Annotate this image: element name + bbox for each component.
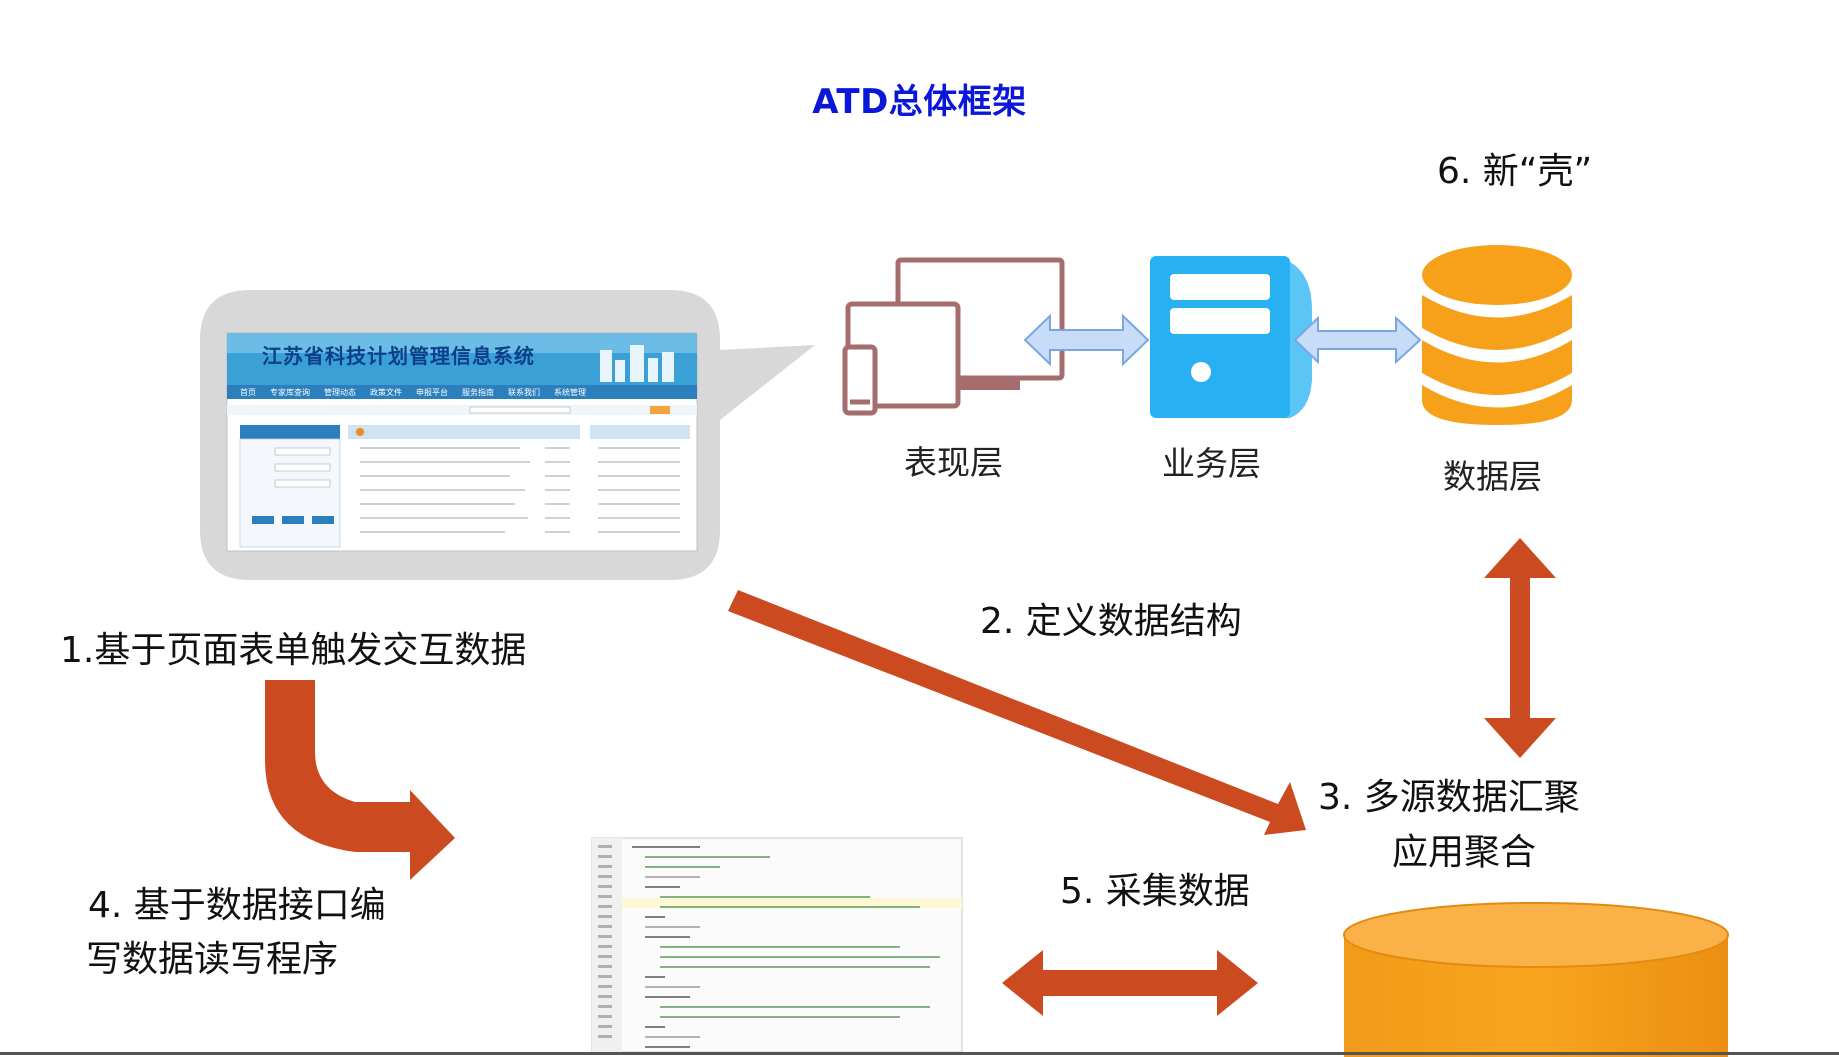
screenshot-nav-item: 管理动态 bbox=[324, 387, 356, 397]
cylinder-icon bbox=[1343, 902, 1729, 1057]
step4-label-line2: 写数据读写程序 bbox=[86, 939, 339, 980]
code-editor-screenshot bbox=[591, 837, 963, 1053]
step1-label: 1.基于页面表单触发交互数据 bbox=[60, 630, 527, 671]
screenshot-nav-item: 系统管理 bbox=[554, 387, 586, 397]
screenshot-nav-item: 联系我们 bbox=[508, 387, 540, 397]
arrow-step5-horizontal bbox=[1002, 950, 1258, 1016]
step4-label-line1: 4. 基于数据接口编 bbox=[88, 885, 386, 926]
device-icon bbox=[842, 257, 1065, 416]
screenshot-nav-item: 服务指南 bbox=[462, 387, 494, 397]
screenshot-banner-title: 江苏省科技计划管理信息系统 bbox=[262, 344, 535, 368]
step6-label: 6. 新“壳” bbox=[1437, 151, 1593, 192]
double-arrow-device-server bbox=[1023, 313, 1150, 367]
step5-label: 5. 采集数据 bbox=[1060, 871, 1250, 912]
arrow-curve-step4 bbox=[265, 680, 455, 880]
database-icon bbox=[1422, 245, 1572, 425]
step3-label-line1: 3. 多源数据汇聚 bbox=[1318, 777, 1580, 818]
step2-label: 2. 定义数据结构 bbox=[980, 601, 1242, 642]
double-arrow-server-database bbox=[1293, 315, 1422, 365]
layer-data-label: 数据层 bbox=[1443, 457, 1542, 496]
website-screenshot bbox=[226, 332, 698, 552]
screenshot-nav-item: 申报平台 bbox=[416, 387, 448, 397]
bottom-divider bbox=[0, 1052, 1839, 1055]
diagram-title: ATD总体框架 bbox=[812, 82, 1027, 122]
screenshot-nav-item: 政策文件 bbox=[370, 387, 402, 397]
step3-label-line2: 应用聚合 bbox=[1392, 832, 1537, 873]
screenshot-nav-item: 首页 bbox=[240, 387, 256, 397]
arrow-step2-diagonal bbox=[728, 590, 1306, 835]
layer-business-label: 业务层 bbox=[1162, 444, 1261, 483]
layer-presentation-label: 表现层 bbox=[904, 443, 1003, 482]
server-icon bbox=[1150, 256, 1312, 418]
screenshot-nav-item: 专家库查询 bbox=[270, 387, 310, 397]
screenshot-nav: 首页 专家库查询 管理动态 政策文件 申报平台 服务指南 联系我们 系统管理 bbox=[240, 385, 690, 399]
arrow-data-vertical bbox=[1484, 538, 1556, 758]
